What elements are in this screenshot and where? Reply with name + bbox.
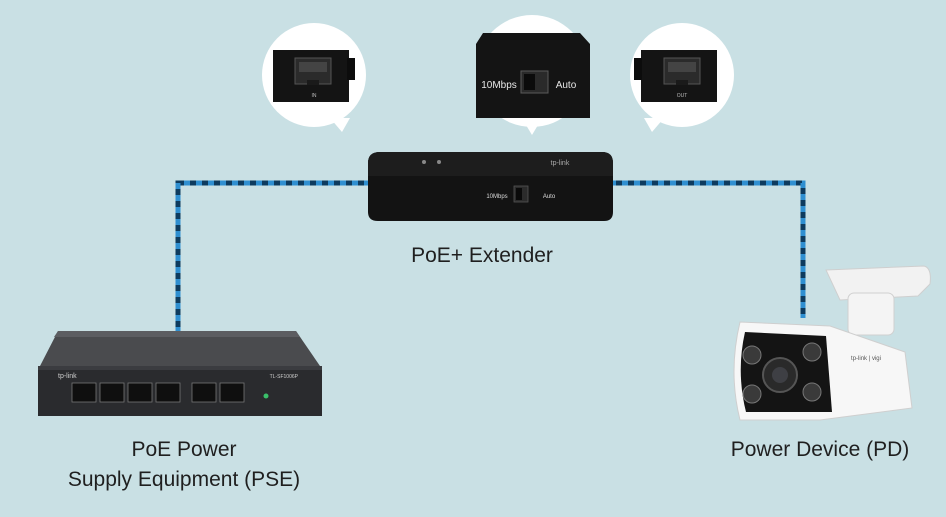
pd-label: Power Device (PD): [730, 438, 910, 461]
extender-auto-label: Auto: [543, 194, 556, 200]
callout-10mbps-label: 10Mbps: [481, 80, 517, 91]
extender-10mbps-label: 10Mbps: [486, 194, 507, 200]
slide-switch-icon: [520, 70, 549, 94]
rj45-port-icon: [663, 57, 701, 85]
extender-slide-switch-icon: [513, 185, 529, 203]
poe-switch-device: tp-link TL-SF1006P: [38, 331, 322, 416]
callout-in-port: IN: [262, 23, 366, 132]
pse-label-line1: PoE Power: [131, 438, 237, 461]
poe-extender-device: tp-link 10Mbps Auto: [368, 152, 613, 221]
camera-brand-logo: tp-link | vigi: [851, 356, 881, 362]
ip-camera-device: tp-link | vigi: [733, 265, 931, 421]
callout-speed-switch: 10Mbps Auto: [476, 15, 590, 135]
rj45-port-icon: [294, 57, 332, 85]
cable-left: [175, 180, 372, 333]
poe-extender-label: PoE+ Extender: [411, 244, 553, 267]
switch-model-label: TL-SF1006P: [270, 374, 299, 380]
callout-out-port: OUT: [630, 23, 734, 132]
extender-brand-logo: tp-link: [551, 160, 570, 167]
switch-brand-logo: tp-link: [58, 373, 77, 380]
cable-right: [610, 180, 806, 318]
callout-auto-label: Auto: [556, 80, 577, 91]
switch-ports: [71, 382, 269, 403]
callout-in-label: IN: [312, 93, 317, 99]
callout-out-label: OUT: [677, 93, 688, 99]
pse-label-line2: Supply Equipment (PSE): [67, 468, 301, 491]
